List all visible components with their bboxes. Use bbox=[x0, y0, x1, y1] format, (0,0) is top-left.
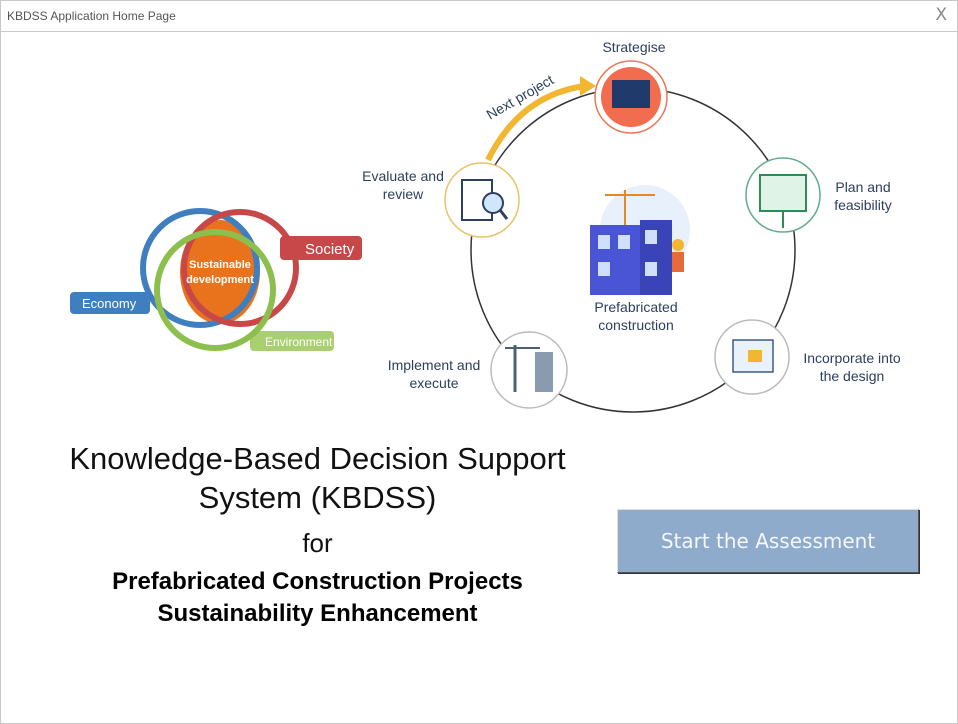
stage-label: Plan and bbox=[835, 179, 890, 195]
stage-plan: Plan and feasibility bbox=[745, 157, 892, 233]
subheading-line-2: Sustainability Enhancement bbox=[157, 600, 478, 627]
stage-label: Strategise bbox=[602, 39, 665, 55]
prefabricated-building-icon bbox=[590, 185, 690, 295]
economy-circle bbox=[140, 208, 260, 328]
project-cycle-diagram: Next project Prefabricated construction … bbox=[362, 39, 901, 413]
heading-line-2: System (KBDSS) bbox=[198, 480, 437, 515]
stage-label: Implement and bbox=[388, 357, 481, 373]
environment-circle bbox=[154, 229, 276, 351]
stage-label: the design bbox=[820, 368, 885, 384]
title-bar: KBDSS Application Home Page X bbox=[1, 1, 957, 32]
stage-implement: Implement and execute bbox=[388, 331, 568, 409]
society-tag bbox=[280, 236, 362, 260]
subheading-line-1: Prefabricated Construction Projects bbox=[112, 568, 523, 595]
society-label: Society bbox=[305, 241, 355, 258]
environment-label: Environment bbox=[265, 335, 333, 349]
close-icon[interactable]: X bbox=[935, 5, 947, 25]
window-title: KBDSS Application Home Page bbox=[7, 9, 176, 23]
economy-tag bbox=[70, 292, 150, 314]
society-circle bbox=[181, 209, 299, 327]
sustainability-venn-diagram: Economy Society Environment Sustainable … bbox=[70, 208, 362, 351]
flowchart-icon bbox=[759, 174, 807, 212]
arrow-head-icon bbox=[580, 76, 596, 96]
heading-line-1: Knowledge-Based Decision Support bbox=[69, 441, 566, 476]
stage-strategise: Strategise bbox=[594, 39, 668, 134]
next-project-arrow bbox=[485, 83, 586, 162]
economy-label: Economy bbox=[82, 296, 137, 311]
start-assessment-button[interactable]: Start the Assessment bbox=[617, 509, 919, 573]
stage-label: feasibility bbox=[834, 197, 892, 213]
core-label-1: Sustainable bbox=[189, 259, 251, 271]
strategy-board-icon bbox=[612, 80, 650, 108]
heading-for: for bbox=[302, 528, 333, 558]
stage-incorporate: Incorporate into the design bbox=[714, 319, 901, 395]
sustainable-core bbox=[180, 220, 260, 324]
crane-building-icon bbox=[535, 352, 553, 392]
stage-label: execute bbox=[409, 375, 458, 391]
center-label-2: construction bbox=[598, 317, 673, 333]
center-label-1: Prefabricated bbox=[594, 299, 677, 315]
core-label-2: development bbox=[186, 274, 254, 286]
stage-label: Evaluate and bbox=[362, 168, 444, 184]
environment-tag bbox=[250, 331, 334, 351]
subheading: Prefabricated Construction Projects Sust… bbox=[40, 566, 595, 630]
stage-label: Incorporate into bbox=[803, 350, 900, 366]
stage-evaluate: Evaluate and review bbox=[362, 162, 520, 238]
stage-label: review bbox=[383, 186, 424, 202]
